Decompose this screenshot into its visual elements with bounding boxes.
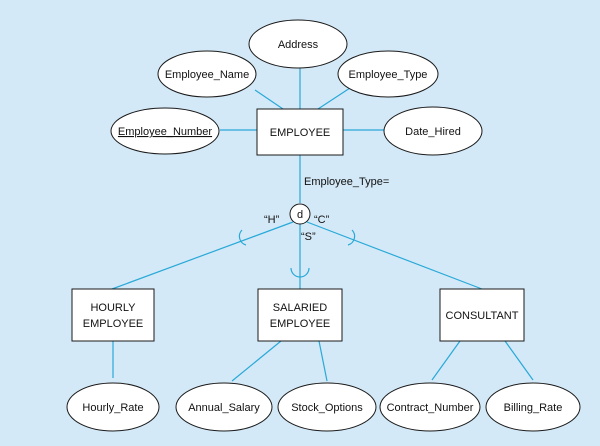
attribute-billing-rate: Billing_Rate <box>485 382 581 432</box>
subtype-discriminator: Employee_Type= <box>304 176 389 188</box>
entity-label-line-2: EMPLOYEE <box>83 318 144 330</box>
entity-label-line-1: SALARIED <box>273 302 327 314</box>
line-stock-options <box>318 340 328 382</box>
identifier-label: Employee_Number <box>118 126 212 138</box>
attribute-ellipse <box>110 107 220 155</box>
discriminator-value-salaried: “S” <box>301 231 316 243</box>
attribute-ellipse <box>277 382 377 432</box>
attribute-hourly-rate: Hourly_Rate <box>66 382 160 432</box>
line-employee-name <box>254 89 284 110</box>
disjoint-constraint: d <box>289 203 311 225</box>
attribute-label: Billing_Rate <box>504 402 563 414</box>
entity-box <box>256 108 344 156</box>
attribute-label: Hourly_Rate <box>82 402 143 414</box>
line-employee-type <box>317 87 351 110</box>
attribute-employee-number: Employee_Number <box>110 107 220 155</box>
attribute-label: Address <box>278 39 319 51</box>
attribute-stock-options: Stock_Options <box>277 382 377 432</box>
entity-box <box>71 288 155 342</box>
attribute-label: Stock_Options <box>291 402 363 414</box>
attribute-label: Employee_Type <box>349 69 428 81</box>
entity-label: EMPLOYEE <box>270 127 331 139</box>
attribute-ellipse <box>248 19 348 69</box>
line-billing-rate <box>504 340 534 381</box>
attribute-date-hired: Date_Hired <box>383 106 483 156</box>
subset-symbols <box>238 229 356 278</box>
line-contract-number <box>431 340 461 381</box>
attribute-employee-name: Employee_Name <box>157 50 257 98</box>
subset-arc-salaried <box>290 267 310 278</box>
attribute-contract-number: Contract_Number <box>379 382 481 432</box>
line-to-hourly <box>111 221 294 290</box>
subset-arc-consultant <box>347 229 356 246</box>
discriminator-value-hourly: “H” <box>264 214 280 226</box>
attribute-label: Date_Hired <box>405 126 461 138</box>
entity-label-line-1: HOURLY <box>90 302 136 314</box>
subset-arc-hourly <box>238 229 247 246</box>
attribute-annual-salary: Annual_Salary <box>175 382 273 432</box>
attribute-ellipse <box>157 50 257 98</box>
attribute-ellipse <box>66 382 160 432</box>
entity-employee: EMPLOYEE <box>256 108 344 156</box>
entity-salaried-employee: SALARIED EMPLOYEE <box>257 288 343 342</box>
attribute-ellipse <box>175 382 273 432</box>
disjoint-circle <box>289 203 311 225</box>
entity-hourly-employee: HOURLY EMPLOYEE <box>71 288 155 342</box>
attribute-label: Annual_Salary <box>188 402 260 414</box>
line-to-consultant <box>306 221 483 290</box>
entity-label: CONSULTANT <box>446 310 519 322</box>
entity-box <box>439 288 525 342</box>
attribute-ellipse <box>383 106 483 156</box>
line-annual-salary <box>231 340 282 382</box>
attribute-address: Address <box>248 19 348 69</box>
attribute-ellipse <box>485 382 581 432</box>
connector-lines <box>111 66 534 382</box>
entity-box <box>257 288 343 342</box>
entity-label-line-2: EMPLOYEE <box>270 318 331 330</box>
attribute-ellipse <box>337 50 439 98</box>
attribute-employee-type: Employee_Type <box>337 50 439 98</box>
attribute-ellipse <box>379 382 481 432</box>
entity-consultant: CONSULTANT <box>439 288 525 342</box>
attribute-label: Employee_Name <box>165 69 249 81</box>
discriminator-value-consultant: “C” <box>314 214 330 226</box>
attribute-label: Contract_Number <box>387 402 474 414</box>
disjoint-symbol: d <box>297 209 303 221</box>
